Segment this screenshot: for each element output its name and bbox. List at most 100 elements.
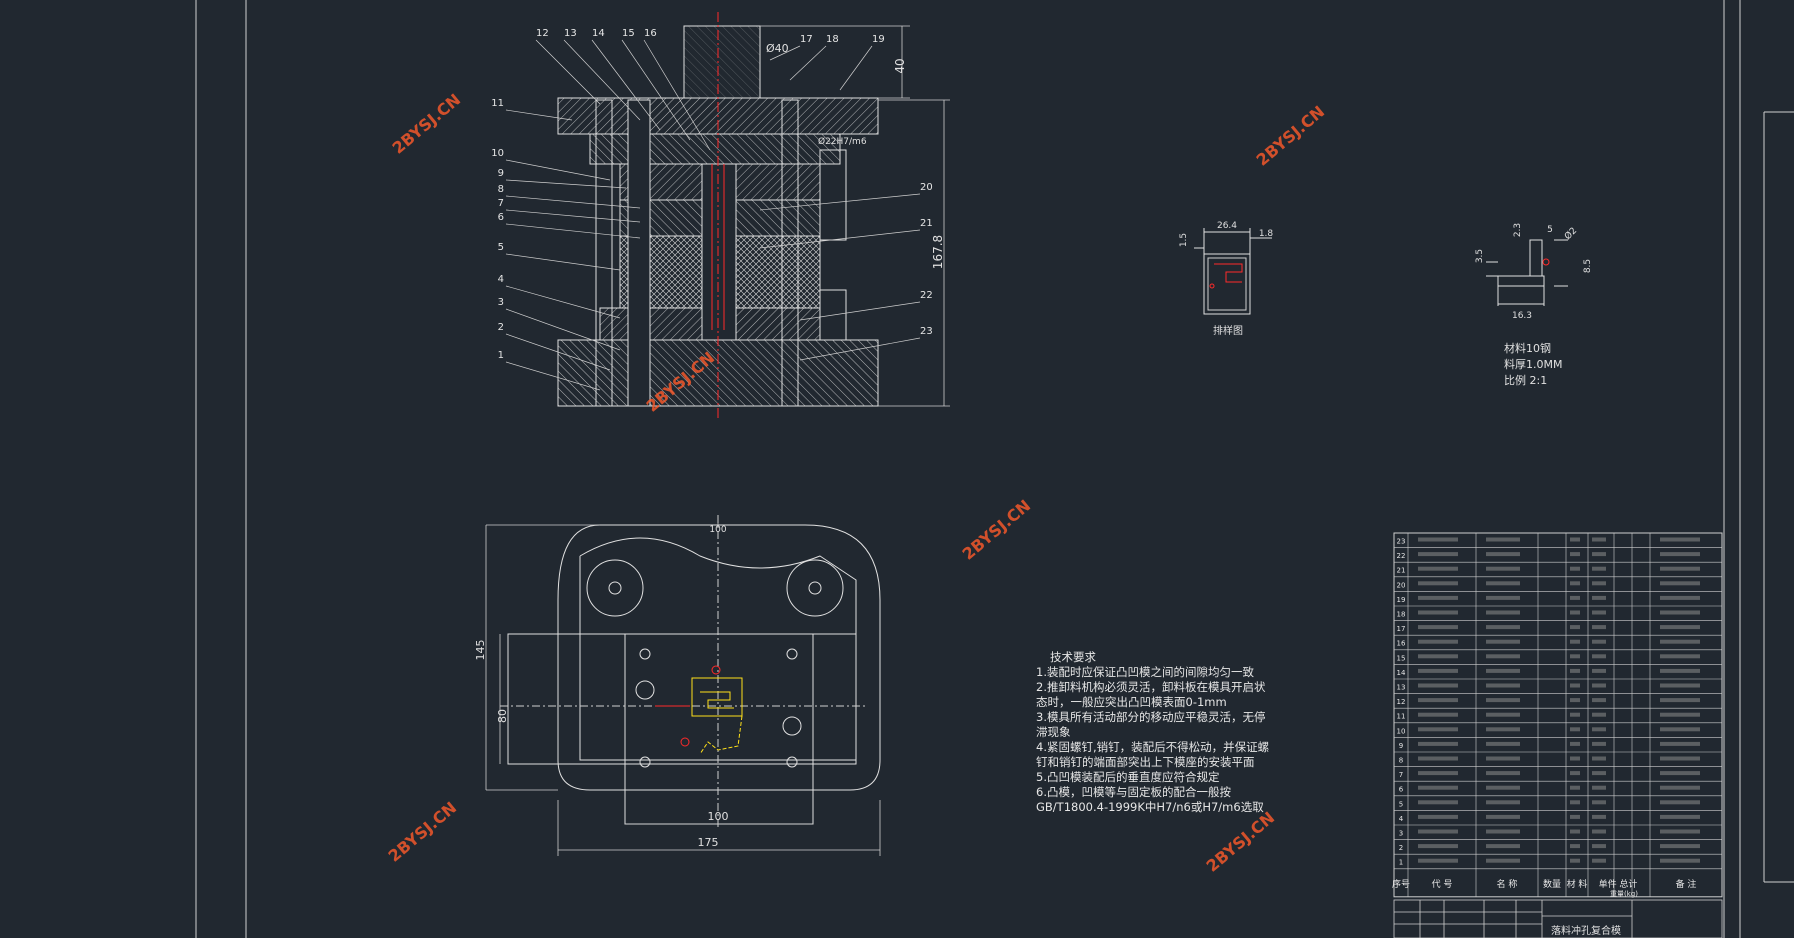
bom-header: 序号 <box>1392 878 1410 890</box>
balloon-5: 5 <box>498 242 504 253</box>
bom-cell-text <box>1570 581 1580 586</box>
bom-row-number: 7 <box>1399 771 1403 779</box>
balloon-leader-line <box>505 195 641 209</box>
bom-row-number: 14 <box>1397 669 1406 677</box>
bom-cell-text <box>1592 814 1606 819</box>
tech-req-title: 技术要求 <box>1050 650 1096 664</box>
bom-row-number: 20 <box>1397 581 1406 589</box>
bom-cell-text <box>1660 639 1700 644</box>
bom-cell-text <box>1418 844 1458 849</box>
bom-cell-text <box>1418 712 1458 717</box>
bom-cell-text <box>1570 595 1580 600</box>
bom-cell-text <box>1418 595 1458 600</box>
bom-cell-text <box>1418 727 1458 732</box>
bom-row-number: 10 <box>1397 727 1406 735</box>
bom-cell-text <box>1660 756 1700 761</box>
bom-cell-text <box>1592 727 1606 732</box>
bom-cell-text <box>1570 829 1580 834</box>
bom-cell-text <box>1418 741 1458 746</box>
bom-cell-text <box>1660 741 1700 746</box>
strip-dim-b: 1.8 <box>1259 229 1274 239</box>
bom-cell-text <box>1570 698 1580 703</box>
part-note-scale: 比例 2:1 <box>1504 373 1547 387</box>
dim-shank-dia: Ø40 <box>766 42 789 55</box>
watermark-text: 2BYSJ.CN <box>959 496 1035 564</box>
plan-dim-80: 80 <box>496 709 509 723</box>
balloon-3: 3 <box>498 297 504 308</box>
balloon-leader-line <box>505 159 611 181</box>
bom-cell-text <box>1660 800 1700 805</box>
plan-dimensions <box>485 515 881 856</box>
balloon-20: 20 <box>920 182 933 193</box>
bom-cell-text <box>1418 552 1458 557</box>
bom-cell-text <box>1592 537 1606 542</box>
bom-cell-text <box>1660 771 1700 776</box>
bom-cell-text <box>1418 858 1458 863</box>
bom-cell-text <box>1418 654 1458 659</box>
tech-req-line: 滞现象 <box>1036 725 1071 739</box>
tech-req-line: 3.模具所有活动部分的移动应平稳灵活，无停 <box>1036 710 1266 724</box>
bom-cell-text <box>1592 785 1606 790</box>
drawing-frame <box>195 0 1794 938</box>
bom-cell-text <box>1592 625 1606 630</box>
bom-cell-text <box>1486 829 1520 834</box>
bom-cell-text <box>1486 727 1520 732</box>
bom-header: 材 料 <box>1567 878 1588 890</box>
bom-header: 单件 总计 <box>1599 878 1638 890</box>
bom-cell-text <box>1592 741 1606 746</box>
technical-requirements: 技术要求 1.装配时应保证凸凹模之间的间隙均匀一致 2.推卸料机构必须灵活，卸料… <box>1036 650 1336 815</box>
bom-cell-text <box>1486 756 1520 761</box>
bom-cell-text <box>1660 698 1700 703</box>
balloon-2: 2 <box>498 322 504 333</box>
balloon-leader-line <box>769 45 801 61</box>
balloon-leader-line <box>505 223 641 239</box>
bom-cell-text <box>1660 858 1700 863</box>
bom-cell-text <box>1486 537 1520 542</box>
balloon-23: 23 <box>920 326 933 337</box>
balloon-14: 14 <box>592 28 605 39</box>
bom-cell-text <box>1660 625 1700 630</box>
balloon-leader-line <box>505 179 627 189</box>
bom-cell-text <box>1486 581 1520 586</box>
bom-row-number: 4 <box>1399 815 1404 823</box>
strip-dim-a: 1.5 <box>1179 233 1189 247</box>
bom-cell-text <box>1486 552 1520 557</box>
bom-cell-text <box>1592 771 1606 776</box>
balloon-22: 22 <box>920 290 933 301</box>
bom-cell-text <box>1660 683 1700 688</box>
bom-cell-text <box>1418 771 1458 776</box>
bom-cell-text <box>1570 771 1580 776</box>
bom-cell-text <box>1418 668 1458 673</box>
balloon-leader-line <box>505 109 573 121</box>
bom-cell-text <box>1660 610 1700 615</box>
bom-cell-text <box>1486 741 1520 746</box>
strip-layout <box>1194 228 1272 315</box>
balloon-leader-line <box>505 285 621 319</box>
bom-cell-text <box>1592 844 1606 849</box>
bom-row-number: 2 <box>1399 844 1403 852</box>
balloon-4: 4 <box>498 274 504 285</box>
bom-cell-text <box>1486 858 1520 863</box>
bom-cell-text <box>1592 581 1606 586</box>
bom-cell-text <box>1418 800 1458 805</box>
bom-cell-text <box>1592 858 1606 863</box>
balloon-8: 8 <box>498 184 504 195</box>
bom-header: 数量 <box>1543 878 1561 890</box>
balloon-leader-line <box>563 39 641 121</box>
balloon-leader-line <box>505 333 611 371</box>
plan-view <box>500 515 881 830</box>
balloon-leader-line <box>799 337 921 361</box>
bom-cell-text <box>1660 537 1700 542</box>
bom-row-number: 1 <box>1399 859 1403 867</box>
bom-cell-text <box>1418 625 1458 630</box>
bom-cell-text <box>1660 566 1700 571</box>
tech-req-line: 2.推卸料机构必须灵活，卸料板在模具开启状 <box>1036 680 1266 694</box>
bom-header: 备 注 <box>1676 878 1697 890</box>
bom-row-number: 12 <box>1397 698 1406 706</box>
bom-cell-text <box>1486 610 1520 615</box>
bom-cell-text <box>1660 552 1700 557</box>
bom-cell-text <box>1570 668 1580 673</box>
bom-cell-text <box>1486 654 1520 659</box>
bom-cell-text <box>1486 844 1520 849</box>
